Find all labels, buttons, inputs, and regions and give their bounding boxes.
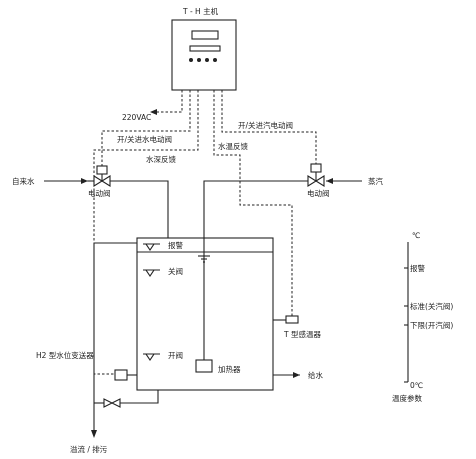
overflow-pipe [93, 242, 137, 430]
level-transmitter [114, 369, 128, 381]
temp-sensor [285, 315, 299, 324]
controller-title: T - H 主机 [182, 6, 219, 16]
alarm-level-label: 报警 [168, 240, 183, 250]
controller-buttons [189, 58, 217, 62]
level-transmitter-label: H2 型水位变送器 [36, 350, 94, 360]
open-level-marker [144, 353, 156, 361]
water-tank [136, 237, 274, 391]
water-valve-actuator [96, 165, 108, 175]
water-valve-label: 电动阀 [88, 188, 111, 198]
temp-sensor-label: T 型感温器 [283, 329, 321, 339]
power-label: 220VAC [122, 113, 151, 122]
temperature-scale [404, 242, 409, 383]
steam-valve-control-label: 开/关进汽电动阀 [238, 120, 293, 130]
temperature-scale-top: ℃ [412, 231, 420, 240]
water-temp-feedback-label: 水温反馈 [218, 141, 248, 151]
heater-label: 加热器 [218, 364, 241, 374]
water-temp-feedback-wire [213, 90, 293, 316]
tap-water-label: 自来水 [12, 176, 35, 186]
steam-label: 蒸汽 [368, 176, 383, 186]
water-depth-feedback-label: 水深反馈 [146, 154, 176, 164]
overflow-arrow [91, 430, 97, 438]
temperature-scale-caption: 温度参数 [392, 393, 422, 403]
close-level-marker [144, 269, 156, 277]
steam-heater-pipe [203, 180, 308, 360]
alarm-level-marker [144, 243, 156, 251]
open-level-label: 开阀 [168, 351, 183, 360]
water-depth-feedback-wire [93, 90, 199, 375]
water-valve-body-right [100, 175, 111, 187]
temperature-zero-label: 0℃ [410, 381, 423, 390]
overflow-label: 溢流 / 排污 [70, 444, 108, 454]
water-inlet-pipe [110, 180, 169, 238]
steam-valve-body-left [307, 175, 318, 187]
heater [195, 359, 213, 373]
supply-outlet-label: 给水 [308, 370, 323, 380]
supply-outlet-arrow [293, 372, 300, 378]
temperature-standard-label: 标准(关汽阀) [410, 301, 453, 311]
steam-valve-body-right [314, 175, 325, 187]
power-arrow [150, 109, 157, 115]
controller-display [191, 30, 219, 40]
water-valve-control-label: 开/关进水电动阀 [117, 134, 172, 144]
controller-panel [189, 45, 221, 52]
tap-water-arrow [81, 178, 88, 184]
water-valve-body-left [93, 175, 104, 187]
steam-arrow [326, 178, 333, 184]
steam-valve-actuator [310, 163, 322, 173]
drain-valve-right [110, 398, 121, 408]
temperature-alarm-label: 报警 [410, 263, 425, 273]
water-surface-mark [198, 255, 210, 263]
steam-valve-label: 电动阀 [307, 188, 330, 198]
close-level-label: 关阀 [168, 266, 183, 276]
controller-box [171, 19, 237, 91]
power-line [156, 90, 183, 113]
drain-pipe [120, 390, 159, 404]
water-valve-control-wire [101, 90, 191, 166]
temperature-lower-label: 下限(开汽阀) [410, 320, 453, 330]
